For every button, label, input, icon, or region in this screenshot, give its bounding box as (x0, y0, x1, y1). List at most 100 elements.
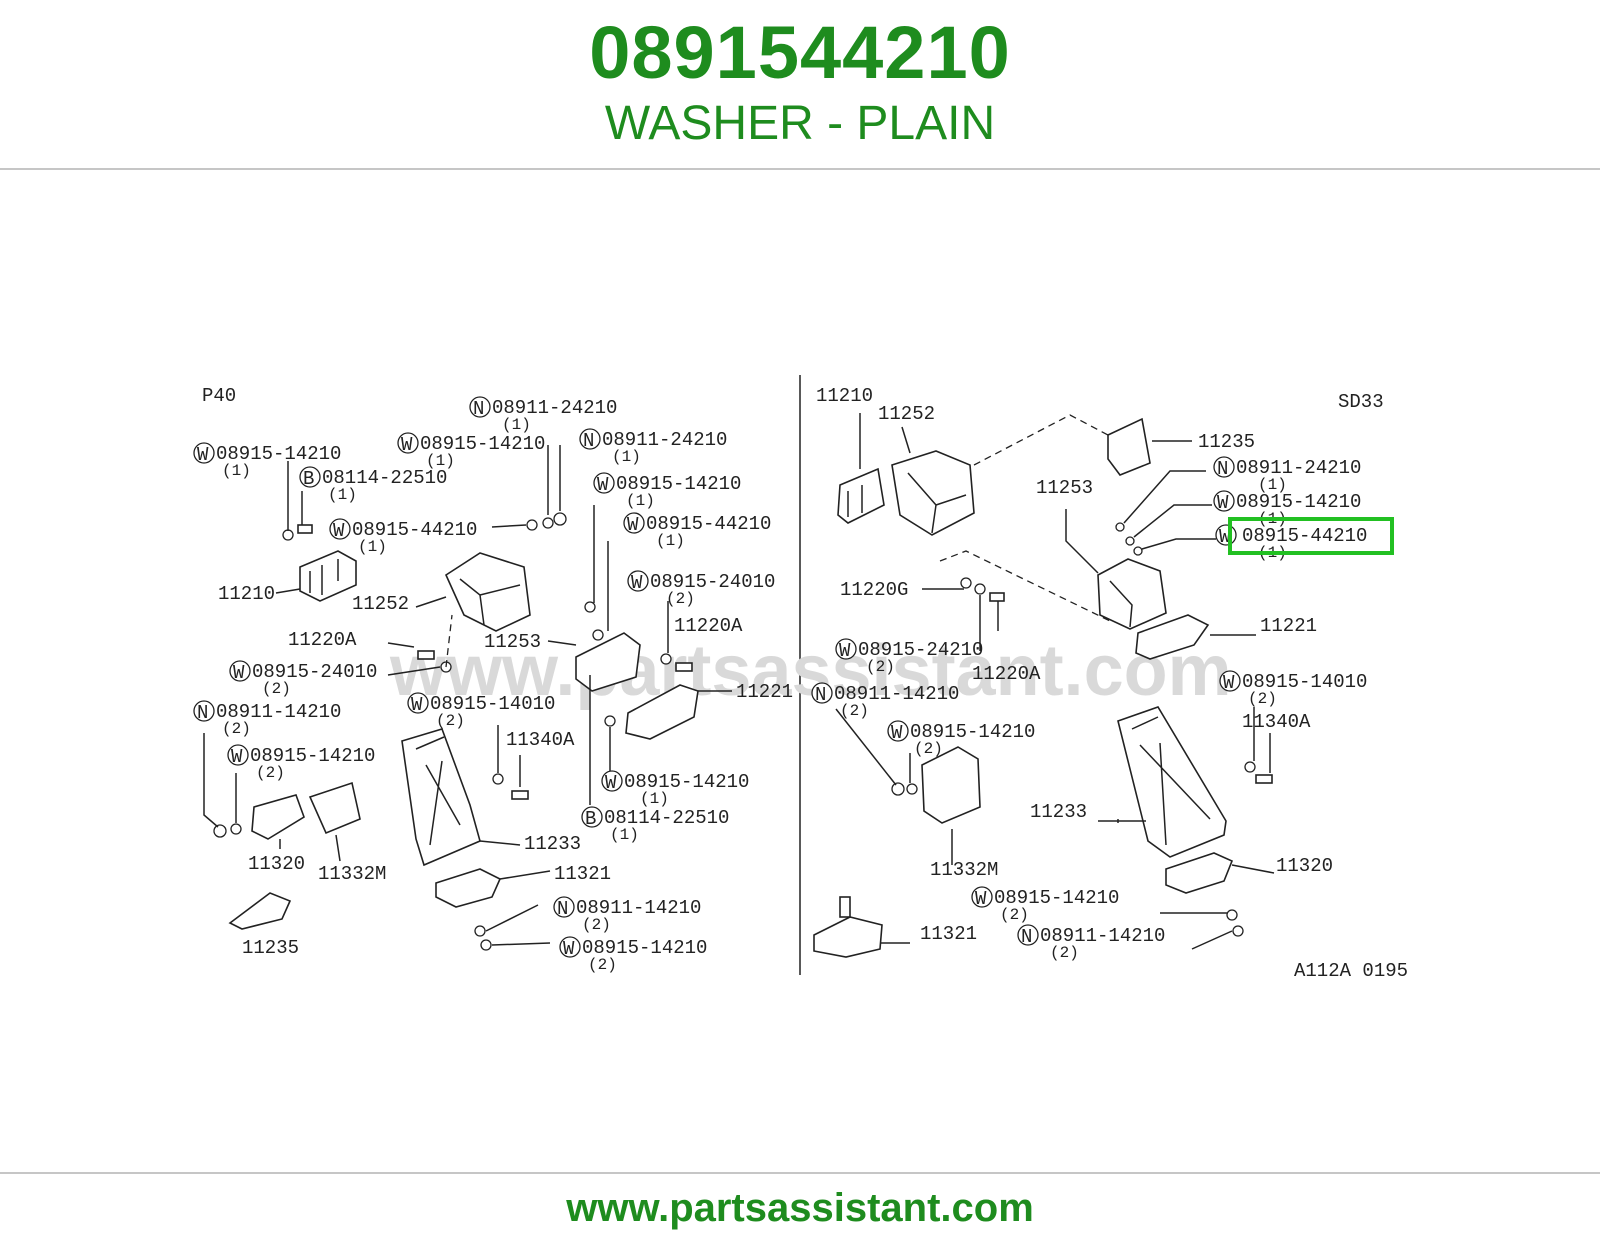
svg-text:W: W (401, 434, 413, 456)
label-11253-left: 11253 (484, 631, 541, 653)
label-11321-right: 11321 (920, 923, 977, 945)
svg-text:(2): (2) (840, 702, 869, 720)
label-11320-left: 11320 (248, 853, 305, 875)
svg-text:08915-14210: 08915-14210 (582, 937, 707, 959)
callout-r-n2[interactable]: N 08911-14210 (2) (811, 682, 959, 720)
callout-r-n1[interactable]: N 08911-24210 (1) (1213, 456, 1361, 494)
callout-l-w4[interactable]: W 08915-14210 (1) (593, 472, 741, 510)
svg-text:W: W (1217, 492, 1229, 514)
svg-text:N: N (1021, 926, 1032, 948)
callout-r-n3[interactable]: N 08911-14210 (2) (1017, 924, 1165, 962)
code-left: P40 (202, 385, 236, 407)
label-11235-left: 11235 (242, 937, 299, 959)
svg-text:(1): (1) (502, 416, 531, 434)
svg-text:08915-44210: 08915-44210 (1242, 525, 1367, 547)
part-11235-right[interactable] (1107, 417, 1151, 476)
callout-l-w7[interactable]: W 08915-24010 (2) (229, 660, 377, 698)
label-11340a-left: 11340A (506, 729, 575, 751)
svg-text:W: W (233, 662, 245, 684)
svg-text:08915-14210: 08915-14210 (624, 771, 749, 793)
callout-l-w2[interactable]: W 08915-44210 (1) (329, 518, 477, 556)
callout-l-w6[interactable]: W 08915-24010 (2) (627, 570, 775, 608)
label-11321-left: 11321 (554, 863, 611, 885)
svg-text:08915-14210: 08915-14210 (616, 473, 741, 495)
svg-text:08915-14210: 08915-14210 (250, 745, 375, 767)
part-11252-right[interactable] (891, 450, 975, 536)
svg-text:W: W (975, 888, 987, 910)
svg-text:W: W (197, 444, 209, 466)
svg-text:W: W (597, 474, 609, 496)
svg-text:08915-24010: 08915-24010 (650, 571, 775, 593)
svg-text:08915-14010: 08915-14010 (1242, 671, 1367, 693)
svg-text:08911-14210: 08911-14210 (1040, 925, 1165, 947)
callout-l-w1[interactable]: W 08915-14210 (1) (193, 442, 341, 480)
parts-diagram-svg: www.partsassistant.com P40 SD33 A112A 01… (180, 345, 1420, 1011)
svg-text:(2): (2) (1050, 944, 1079, 962)
svg-text:W: W (231, 746, 243, 768)
callout-l-w11[interactable]: W 08915-14210 (2) (559, 936, 707, 974)
svg-text:B: B (585, 808, 596, 830)
svg-text:(2): (2) (666, 590, 695, 608)
part-name: WASHER - PLAIN (604, 97, 996, 150)
part-11321-left[interactable] (435, 868, 502, 908)
highlight-box (1228, 517, 1394, 555)
callout-r-w3[interactable]: W 08915-24210 (2) (835, 638, 983, 676)
callout-r-w4[interactable]: W 08915-14210 (2) (887, 720, 1035, 758)
svg-text:(1): (1) (640, 790, 669, 808)
svg-text:W: W (605, 772, 617, 794)
svg-text:08915-14210: 08915-14210 (420, 433, 545, 455)
callout-l-n1[interactable]: N 08911-24210 (1) (469, 396, 617, 434)
label-11340a-right: 11340A (1242, 711, 1311, 733)
part-11210-left[interactable] (299, 550, 357, 602)
part-11320-left[interactable] (251, 794, 305, 840)
right-parts (813, 417, 1273, 958)
part-11221-right[interactable] (1135, 614, 1210, 660)
left-parts (213, 512, 699, 951)
part-11210-right[interactable] (837, 467, 885, 524)
part-11253-right[interactable] (1097, 558, 1167, 630)
callout-l-n2[interactable]: N 08911-24210 (1) (579, 428, 727, 466)
part-11252-left[interactable] (444, 552, 531, 632)
part-11233-right[interactable] (1117, 706, 1227, 858)
footer-url[interactable]: www.partsassistant.com (566, 1186, 1034, 1230)
svg-text:(1): (1) (426, 452, 455, 470)
part-11332m-right[interactable] (921, 746, 981, 824)
svg-text:(1): (1) (328, 486, 357, 504)
label-11220a-left-b: 11220A (674, 615, 743, 637)
callout-l-b2[interactable]: B 08114-22510 (1) (581, 806, 729, 844)
svg-text:W: W (411, 694, 423, 716)
callout-r-w5[interactable]: W 08915-14010 (2) (1219, 670, 1367, 708)
svg-text:(1): (1) (1258, 476, 1287, 494)
svg-text:N: N (815, 684, 826, 706)
label-11233-right: 11233 (1030, 801, 1087, 823)
svg-text:N: N (557, 898, 568, 920)
svg-text:N: N (1217, 458, 1228, 480)
svg-text:08114-22510: 08114-22510 (604, 807, 729, 829)
svg-text:(1): (1) (358, 538, 387, 556)
callout-l-n4[interactable]: N 08911-14210 (2) (553, 896, 701, 934)
part-11332m-left[interactable] (308, 781, 361, 835)
parts-diagram: www.partsassistant.com P40 SD33 A112A 01… (180, 345, 1420, 1011)
callout-l-w3[interactable]: W 08915-14210 (1) (397, 432, 545, 470)
callout-l-b1[interactable]: B 08114-22510 (1) (299, 466, 447, 504)
callout-l-n3[interactable]: N 08911-14210 (2) (193, 700, 341, 738)
callout-l-w9[interactable]: W 08915-14210 (2) (227, 744, 375, 782)
svg-text:W: W (891, 722, 903, 744)
callout-l-w8[interactable]: W 08915-14010 (2) (407, 692, 555, 730)
callout-l-w10[interactable]: W 08915-14210 (1) (601, 770, 749, 808)
watermark: www.partsassistant.com (389, 631, 1232, 711)
callout-r-w6[interactable]: W 08915-14210 (2) (971, 886, 1119, 924)
right-leaders (835, 413, 1275, 950)
svg-text:W: W (627, 514, 639, 536)
svg-text:08915-14210: 08915-14210 (1236, 491, 1361, 513)
part-11253-left[interactable] (575, 632, 641, 692)
svg-text:(2): (2) (256, 764, 285, 782)
part-11320-right[interactable] (1165, 852, 1234, 894)
part-11221-left[interactable] (625, 684, 699, 740)
label-11221-right: 11221 (1260, 615, 1317, 637)
svg-text:W: W (631, 572, 643, 594)
callout-l-w5[interactable]: W 08915-44210 (1) (623, 512, 771, 550)
part-11235-left[interactable] (228, 892, 292, 930)
svg-text:08915-14210: 08915-14210 (216, 443, 341, 465)
svg-text:B: B (303, 468, 314, 490)
